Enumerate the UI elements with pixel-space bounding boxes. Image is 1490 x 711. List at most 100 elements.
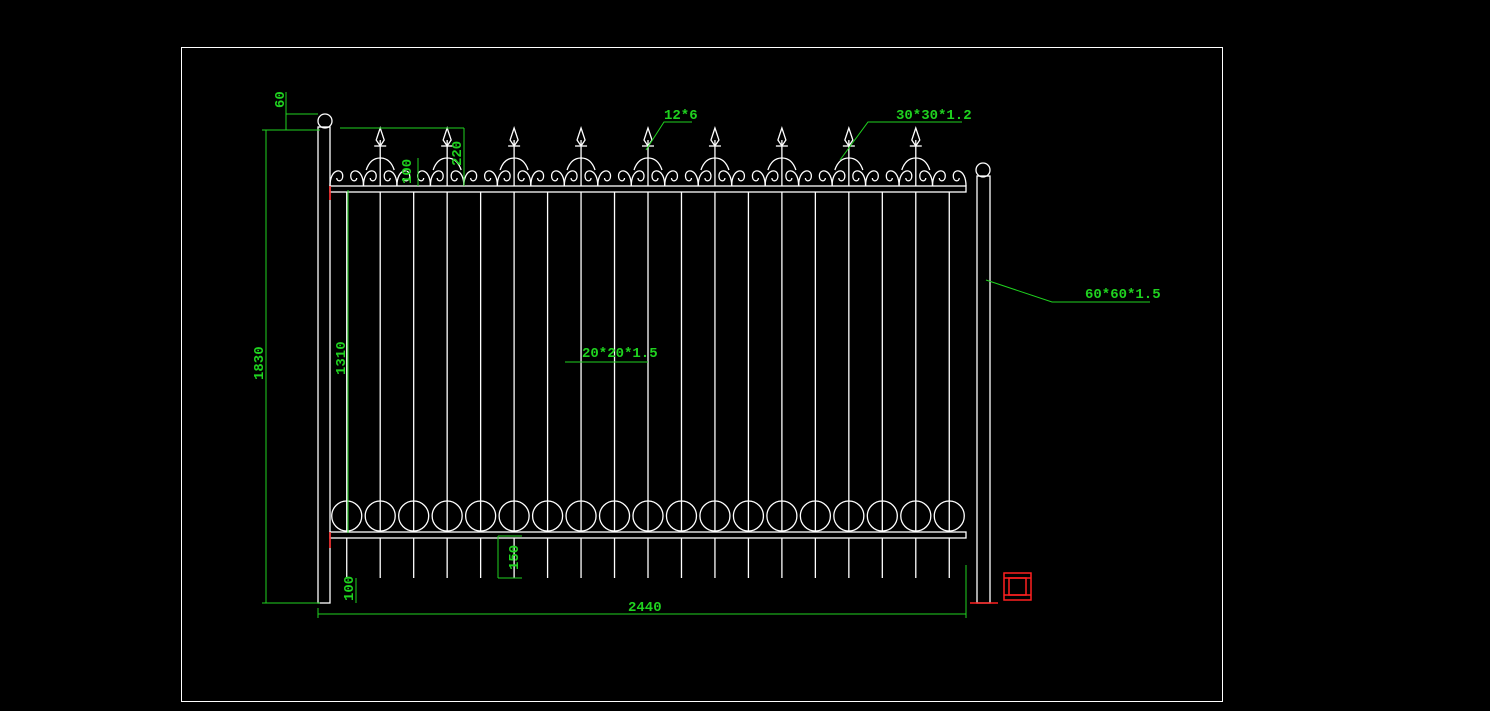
label-picket-size: 20*20*1.5 bbox=[582, 346, 658, 362]
scroll-ornament bbox=[864, 170, 879, 187]
scroll-ornament bbox=[767, 157, 782, 171]
scroll-ornament bbox=[664, 170, 679, 187]
scroll-ornament bbox=[447, 157, 462, 171]
top-rail bbox=[329, 185, 967, 193]
scroll-ornament bbox=[496, 170, 511, 187]
scroll-ornament bbox=[915, 157, 931, 171]
fence-elevation bbox=[317, 113, 1032, 604]
right-post-cap bbox=[975, 162, 991, 178]
ring-ornament bbox=[699, 500, 731, 532]
ring-ornament bbox=[565, 500, 597, 532]
scroll-ornament bbox=[718, 170, 733, 187]
ring-ornament bbox=[732, 500, 765, 532]
scroll-ornament bbox=[499, 157, 515, 171]
label-rail-size: 30*30*1.2 bbox=[896, 108, 972, 124]
scroll-ornament bbox=[919, 170, 934, 187]
scroll-ornament bbox=[566, 157, 582, 171]
scroll-ornament bbox=[831, 170, 846, 187]
scroll-ornament bbox=[530, 170, 545, 187]
scroll-ornament bbox=[463, 170, 478, 187]
dim-ground-gap: 100 bbox=[342, 576, 358, 601]
scroll-ornament bbox=[563, 170, 578, 187]
scroll-ornament bbox=[952, 170, 967, 187]
scroll-ornament bbox=[550, 170, 565, 187]
dim-post-cap: 60 bbox=[273, 91, 289, 108]
scroll-ornament bbox=[714, 157, 730, 171]
leader-rail bbox=[839, 121, 962, 161]
label-post-size: 60*60*1.5 bbox=[1085, 287, 1161, 303]
scroll-ornament bbox=[630, 170, 645, 187]
dimension-lines bbox=[262, 92, 1150, 618]
scroll-ornament bbox=[365, 157, 381, 171]
ring-ornament bbox=[464, 500, 497, 532]
ring-ornament bbox=[866, 500, 898, 532]
ring-ornament bbox=[933, 500, 965, 532]
bottom-rail bbox=[329, 531, 967, 539]
scroll-ornament bbox=[396, 170, 411, 187]
dimension-texts: 60 220 100 1830 1310 150 100 2440 12*6 3… bbox=[252, 91, 1161, 616]
scroll-ornament bbox=[517, 170, 532, 187]
ring-ornament bbox=[833, 500, 865, 532]
scroll-ornament bbox=[362, 170, 377, 187]
scroll-ornament bbox=[483, 170, 499, 187]
label-finial-size: 12*6 bbox=[664, 108, 698, 124]
left-post-cap bbox=[317, 113, 333, 129]
scroll-ornament bbox=[647, 157, 663, 171]
post-section-outer bbox=[1003, 572, 1032, 601]
scroll-ornament bbox=[514, 157, 529, 171]
dim-scroll-height: 100 bbox=[400, 159, 416, 184]
scroll-ornament bbox=[584, 170, 599, 187]
scroll-ornament bbox=[450, 170, 465, 187]
scroll-ornament bbox=[898, 170, 913, 187]
scroll-ornament bbox=[885, 170, 900, 187]
ring-ornament bbox=[531, 500, 564, 532]
scroll-ornament bbox=[818, 170, 833, 187]
scroll-ornament bbox=[432, 157, 448, 171]
dim-overall-height: 1830 bbox=[252, 346, 268, 380]
ring-ornament bbox=[498, 500, 530, 532]
ring-ornament bbox=[398, 500, 430, 532]
ring-ornament bbox=[331, 500, 363, 532]
dim-panel-height: 1310 bbox=[334, 341, 350, 375]
scroll-ornament bbox=[731, 170, 746, 187]
scroll-ornament bbox=[597, 170, 612, 187]
scroll-ornament bbox=[781, 157, 797, 171]
ring-ornament bbox=[799, 500, 832, 532]
scroll-ornament bbox=[350, 170, 365, 187]
scroll-ornament bbox=[429, 170, 444, 187]
dim-top-finial: 220 bbox=[450, 141, 466, 166]
scroll-ornament bbox=[383, 170, 398, 187]
drawing-frame bbox=[181, 47, 1223, 702]
scroll-ornament bbox=[617, 170, 632, 187]
scroll-ornament bbox=[852, 170, 867, 187]
scroll-ornament bbox=[797, 170, 813, 187]
dim-overall-width: 2440 bbox=[628, 600, 662, 616]
left-post bbox=[317, 126, 331, 604]
scroll-ornament bbox=[581, 157, 596, 171]
ring-ornament bbox=[766, 500, 798, 532]
scroll-ornament bbox=[633, 157, 649, 171]
scroll-ornament bbox=[848, 157, 864, 171]
ring-ornament bbox=[665, 500, 698, 532]
dim-bottom-spacing: 150 bbox=[507, 545, 523, 570]
scroll-ornament bbox=[651, 170, 666, 187]
scroll-ornament bbox=[329, 170, 344, 187]
scroll-ornament bbox=[700, 157, 715, 171]
scroll-ornament bbox=[931, 170, 946, 187]
scroll-ornament bbox=[901, 157, 916, 171]
scroll-ornament bbox=[785, 170, 800, 187]
scroll-ornament bbox=[417, 170, 432, 187]
scroll-ornament bbox=[684, 170, 699, 187]
scroll-ornament bbox=[380, 157, 395, 171]
ring-ornament bbox=[431, 500, 463, 532]
scroll-ornament bbox=[751, 170, 766, 187]
post-section-inner bbox=[1008, 577, 1027, 596]
ring-ornament bbox=[632, 500, 664, 532]
scroll-ornament bbox=[697, 170, 712, 187]
ring-ornament bbox=[900, 500, 932, 532]
scroll-ornament bbox=[834, 157, 849, 171]
leader-finial bbox=[645, 121, 692, 151]
right-post bbox=[976, 175, 991, 604]
scroll-ornament bbox=[764, 170, 779, 187]
